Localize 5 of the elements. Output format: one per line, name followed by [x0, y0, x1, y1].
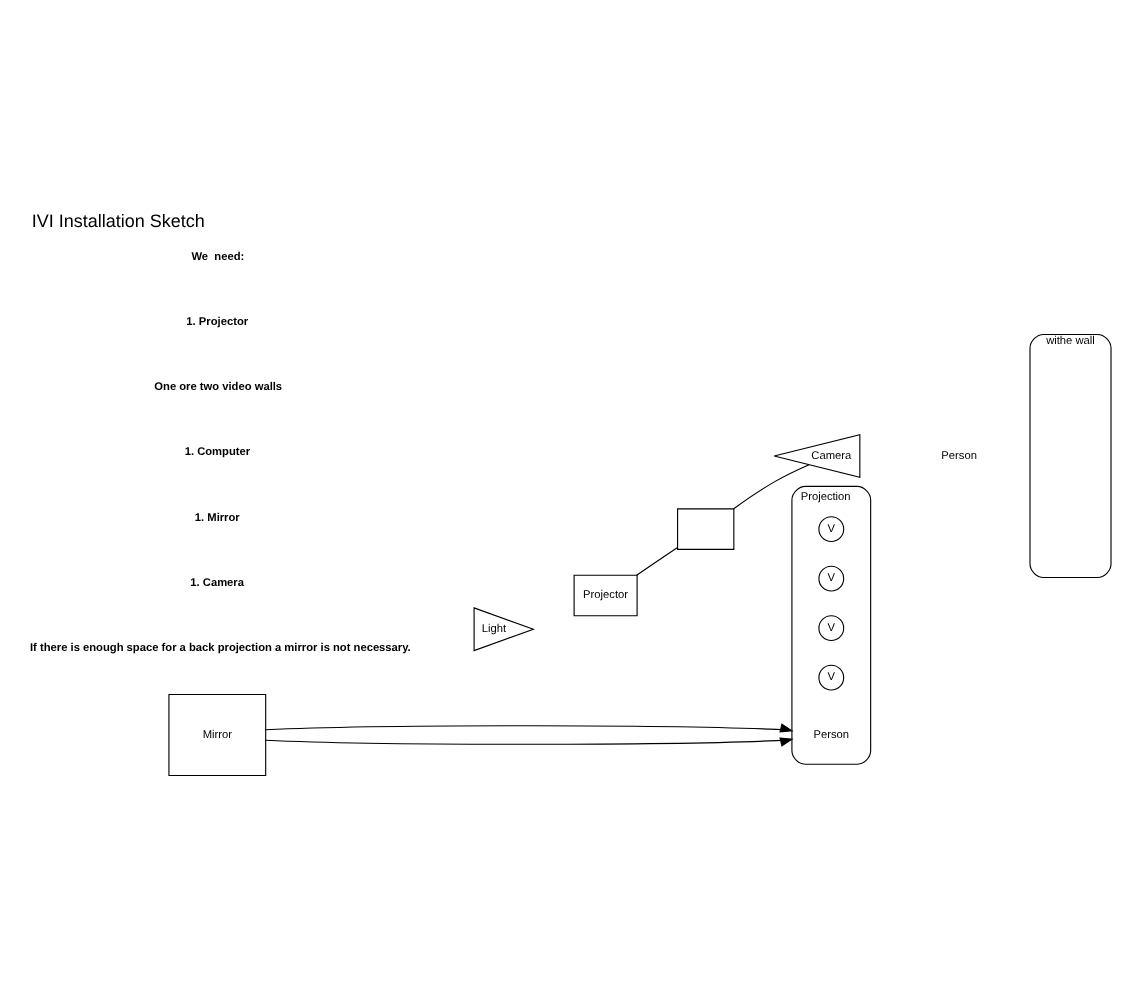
- diagram-title: IVI Installation Sketch: [31, 211, 205, 232]
- arrow: [265, 723, 794, 733]
- connector: [636, 546, 679, 576]
- node-box: [677, 508, 735, 550]
- arrow: [265, 737, 794, 747]
